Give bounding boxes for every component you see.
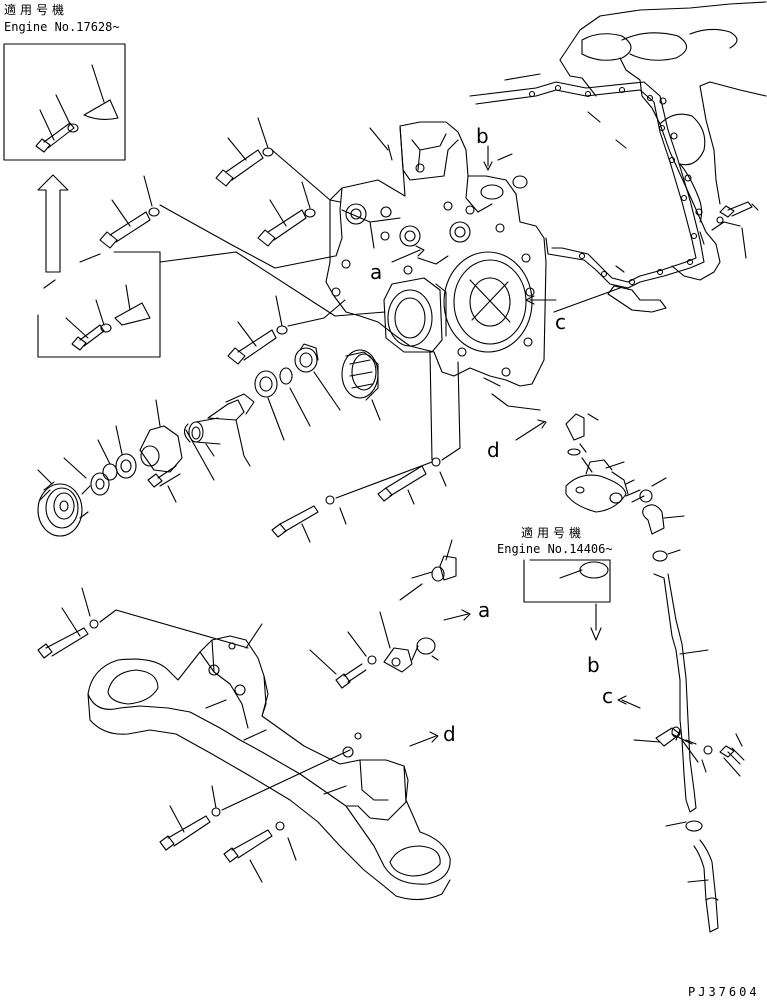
cylinder-block <box>560 2 766 280</box>
inset-bolt-top <box>36 65 118 152</box>
pump-parts-left <box>64 400 182 502</box>
ref-letter-c-tube: c <box>602 684 613 708</box>
o-ring-left <box>184 424 200 442</box>
engine-number-top: Engine No.17628~ <box>4 20 120 34</box>
hose-lower <box>666 821 718 932</box>
drawing-code: PJ37604 <box>688 985 760 999</box>
leader-c <box>554 288 620 312</box>
thermostat-housing <box>566 414 684 561</box>
arrow-up-inset <box>38 175 68 272</box>
bolts-lower <box>272 448 460 542</box>
ref-letter-d-case: d <box>487 438 500 462</box>
front-cover <box>326 122 546 386</box>
applicability-label-mid: 適用号機 <box>521 526 586 540</box>
ref-letter-b-cover: b <box>476 124 489 148</box>
bolt-right <box>616 202 758 272</box>
breather-tube <box>654 574 708 812</box>
pump-shaft <box>186 394 254 480</box>
ref-letter-a-cover: a <box>370 260 383 284</box>
engine-number-mid: Engine No.14406~ <box>497 542 613 556</box>
ref-letter-a-parts: a <box>478 598 491 622</box>
oil-seal <box>342 350 380 420</box>
inset-bolt-mid <box>66 285 150 350</box>
bearing-stack <box>255 344 340 440</box>
bracket-gasket <box>608 286 666 312</box>
ref-letter-d-support: d <box>443 722 456 746</box>
leader-d-top <box>430 352 540 460</box>
inset-box-top <box>4 44 125 160</box>
pulley <box>38 470 90 536</box>
applicability-label-top: 適用号機 <box>4 3 69 17</box>
small-parts-group <box>310 540 456 688</box>
inset-box-mid <box>38 252 160 357</box>
front-support <box>88 624 450 900</box>
ref-arrows <box>392 146 640 746</box>
tube-clip <box>634 727 744 776</box>
inset-box-right <box>524 560 610 602</box>
support-bolts <box>38 588 350 882</box>
leader-lines-cover <box>160 128 392 316</box>
ref-letter-c-cover: c <box>555 310 566 334</box>
ref-letter-b-inset: b <box>587 653 600 677</box>
bolts-upper <box>100 118 345 364</box>
arrow-down-b <box>591 604 601 640</box>
